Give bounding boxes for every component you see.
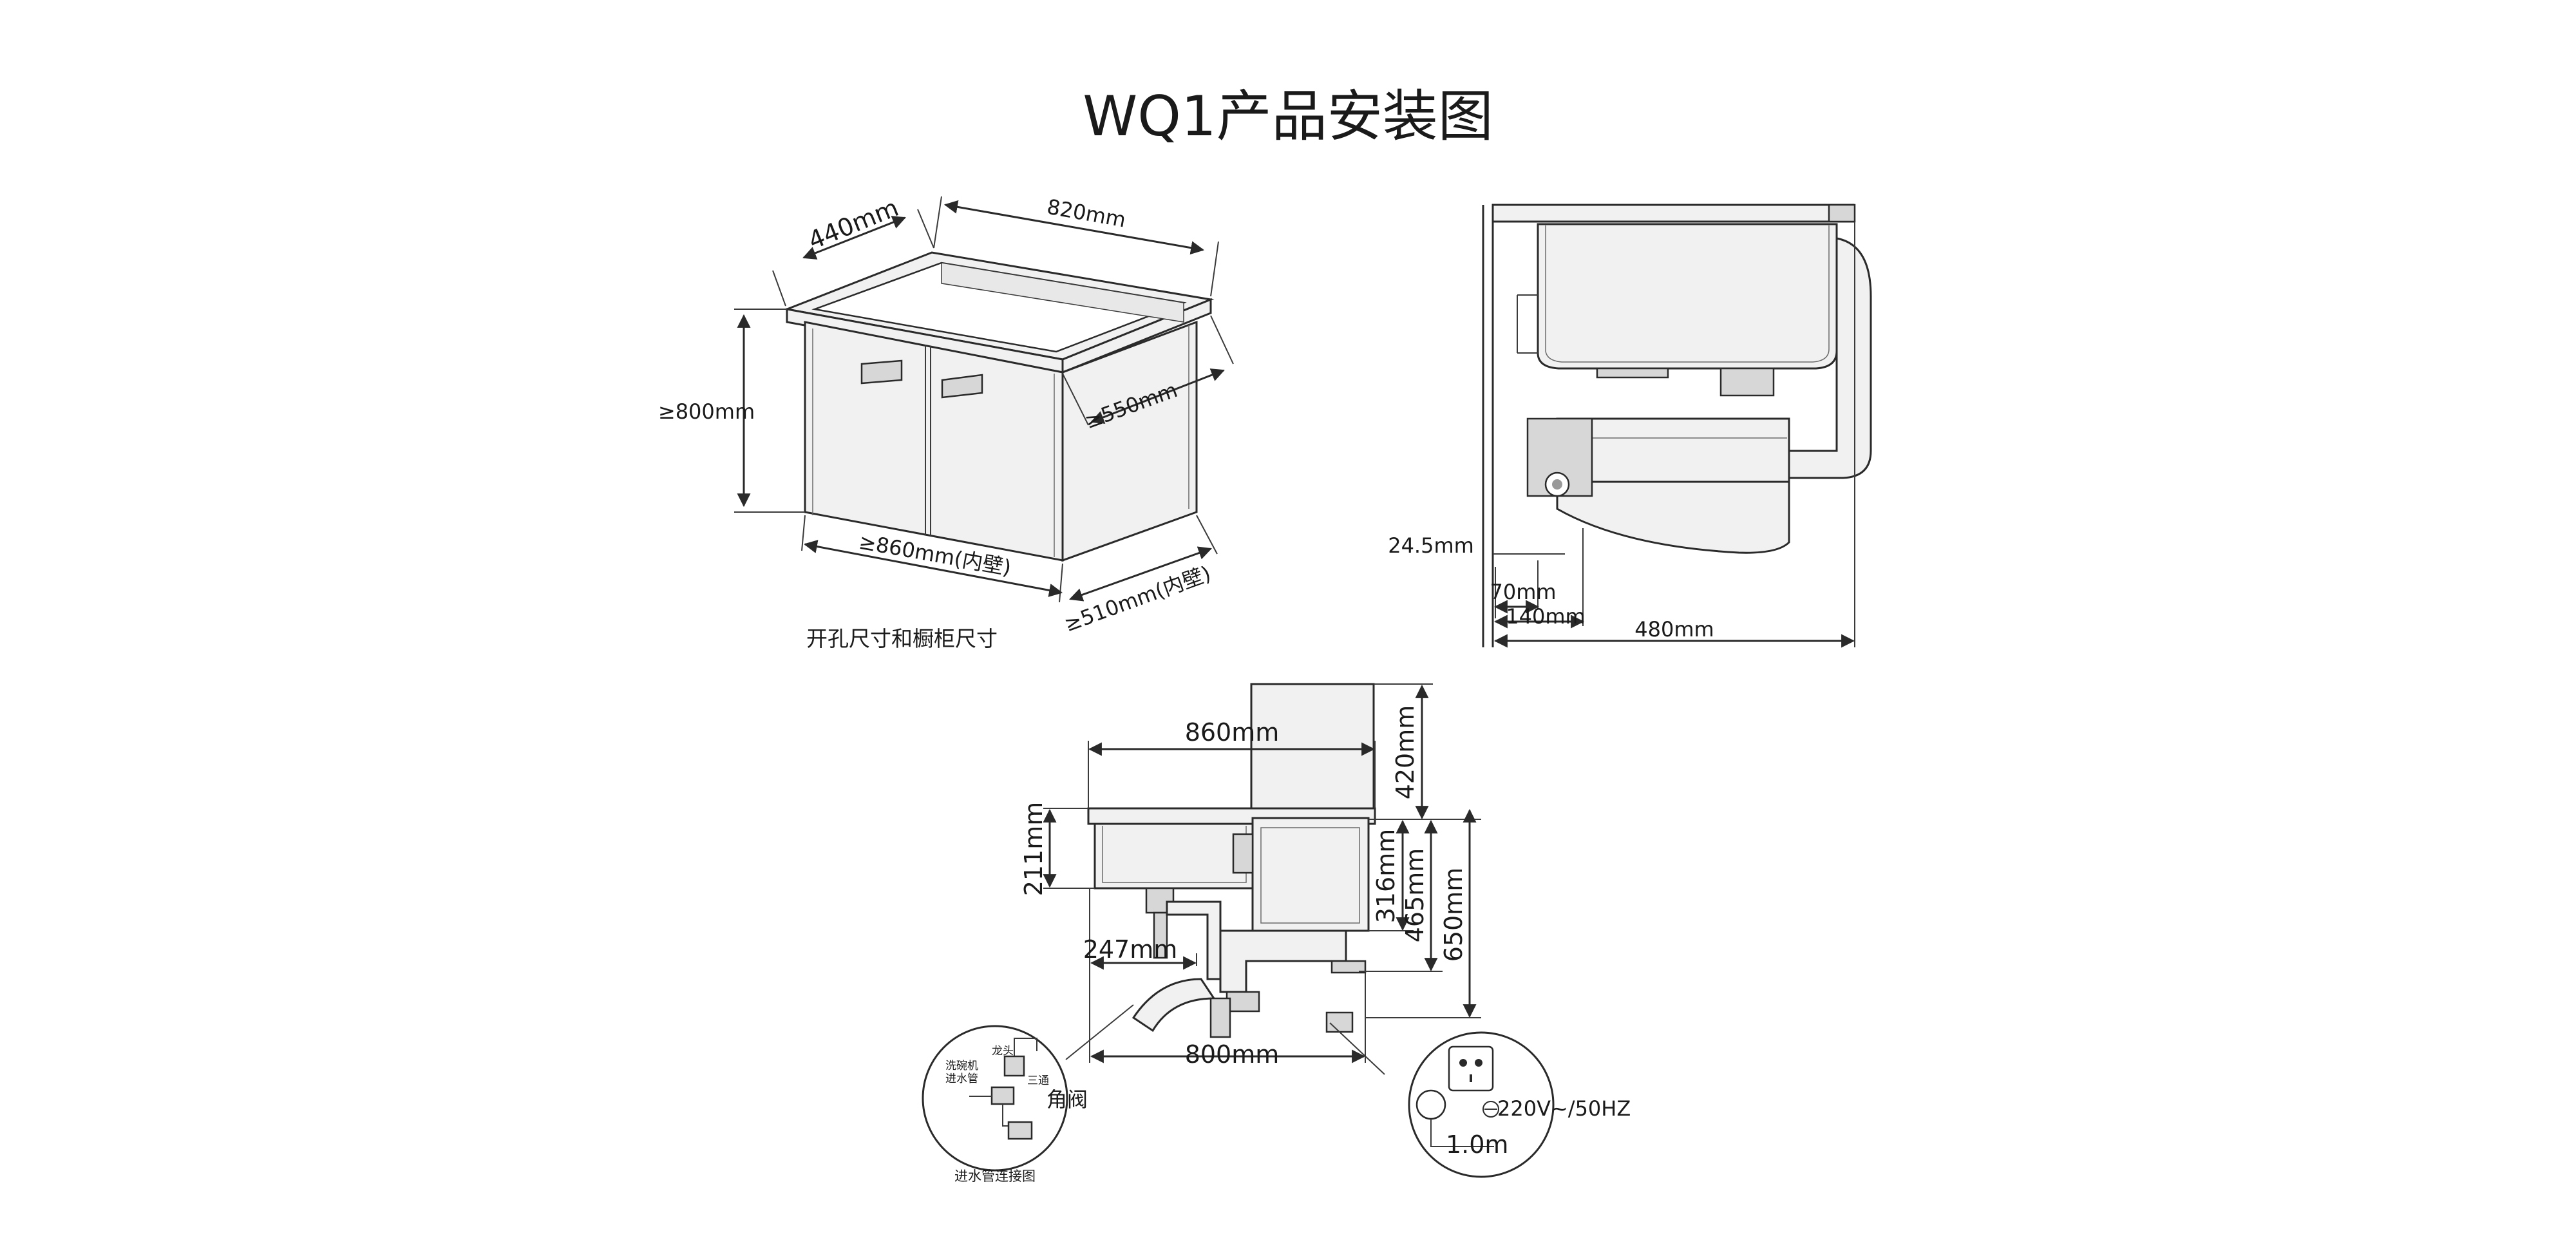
dim-820: 820mm xyxy=(1045,195,1128,233)
page-title: WQ1产品安装图 xyxy=(1083,84,1493,149)
side-section-view: 24.5mm 70mm 140mm 480mm xyxy=(1388,204,1872,648)
dim-316: 316mm xyxy=(1372,829,1400,924)
plug-icon xyxy=(1416,1089,1446,1120)
socket-height: 1.0m xyxy=(1446,1130,1508,1159)
dim-465: 465mm xyxy=(1401,848,1429,943)
dim-510-inner: ≥510mm(内壁) xyxy=(1061,561,1214,637)
dim-800: 800mm xyxy=(1185,1040,1280,1069)
dim-800-height: ≥800mm xyxy=(658,399,755,424)
power-socket-detail: 220V~/50HZ 1.0m xyxy=(1408,1031,1631,1178)
dishwasher-inlet-label-1: 洗碗机 xyxy=(945,1060,978,1072)
dim-24-5: 24.5mm xyxy=(1388,533,1474,558)
dim-440: 440mm xyxy=(804,193,902,255)
cabinet-isometric-view: 440mm 820mm ≥800mm ≥550mm ≥860mm(内壁) ≥51… xyxy=(658,193,1234,651)
dim-420: 420mm xyxy=(1391,705,1419,800)
cabinet-caption: 开孔尺寸和橱柜尺寸 xyxy=(806,626,998,651)
dishwasher-inlet-label-2: 进水管 xyxy=(945,1072,978,1085)
front-installation-view: 860mm 420mm 211mm 316mm 465mm 650mm 247m… xyxy=(922,683,1631,1184)
dim-860: 860mm xyxy=(1185,718,1280,747)
tee-label: 三通 xyxy=(1027,1074,1049,1087)
dim-140: 140mm xyxy=(1506,604,1585,629)
angle-valve-label: 角阀 xyxy=(1046,1087,1088,1112)
faucet-label: 龙头 xyxy=(992,1045,1014,1058)
dim-650: 650mm xyxy=(1439,868,1468,962)
dim-211: 211mm xyxy=(1019,802,1048,897)
dim-480: 480mm xyxy=(1634,617,1714,642)
inlet-connection-detail: 龙头 洗碗机 进水管 三通 角阀 进水管连接图 xyxy=(922,1025,1088,1184)
inlet-caption: 进水管连接图 xyxy=(954,1168,1036,1184)
dim-247: 247mm xyxy=(1083,935,1178,964)
ground-icon xyxy=(1482,1101,1499,1118)
dim-70: 70mm xyxy=(1490,580,1556,604)
power-spec: 220V~/50HZ xyxy=(1497,1096,1631,1121)
socket-icon xyxy=(1448,1045,1494,1092)
